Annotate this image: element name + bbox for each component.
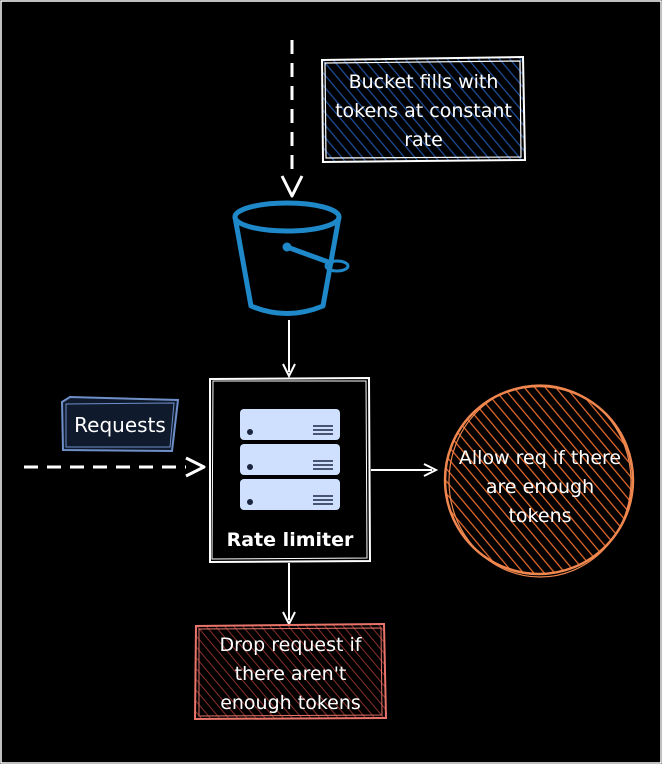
allow-label: Allow req if there are enough tokens [458,447,622,527]
fill-note-label: Bucket fills with tokens at constant rat… [335,71,512,151]
requests-box [60,395,180,453]
edge-requests-to-limiter [24,456,206,478]
fill-note-box [320,55,527,164]
drop-label: Drop request if there aren't enough toke… [219,634,362,714]
server-rack-icon [240,409,340,510]
requests-label: Requests [74,413,166,437]
edge-fill-to-bucket [280,40,304,198]
drop-box [193,622,388,721]
bucket-icon [232,200,350,316]
allow-circle [443,384,635,578]
edge-bucket-to-limiter [282,320,296,379]
edge-limiter-to-allow [371,463,439,477]
rate-limiter-label: Rate limiter [226,529,354,551]
edge-limiter-to-drop [282,563,296,627]
